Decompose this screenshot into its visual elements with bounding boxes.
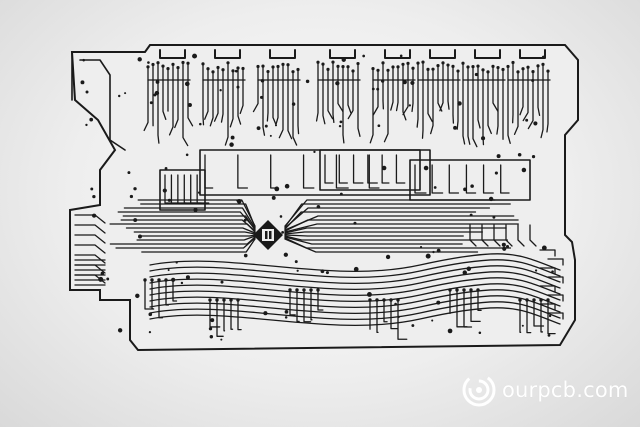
watermark: ourpcb.com bbox=[462, 372, 629, 408]
swirl-logo-icon bbox=[462, 373, 496, 407]
solder-pads bbox=[80, 53, 554, 341]
watermark-text: ourpcb.com bbox=[502, 378, 629, 402]
circuit-traces bbox=[71, 49, 564, 340]
board-outline bbox=[69, 44, 579, 352]
central-chip bbox=[253, 220, 283, 250]
